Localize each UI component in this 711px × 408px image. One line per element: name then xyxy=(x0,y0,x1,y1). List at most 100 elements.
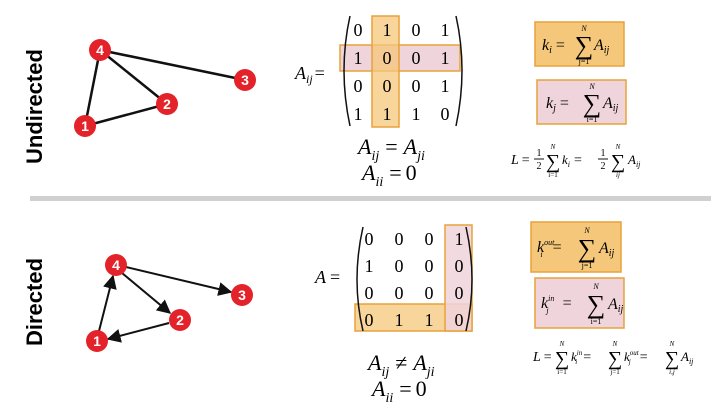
node-1: 1 xyxy=(86,330,108,352)
undirected-label: Undirected xyxy=(22,49,47,164)
svg-text:j=1: j=1 xyxy=(609,368,620,376)
bracket-right xyxy=(465,226,473,332)
svg-text:L=: L= xyxy=(510,153,530,168)
svg-text:N: N xyxy=(588,82,595,91)
svg-text:∑: ∑ xyxy=(587,290,606,319)
directed-cell-4-3: 1 xyxy=(425,310,434,330)
svg-text:∑: ∑ xyxy=(578,234,597,263)
undirected-cell-1-3: 0 xyxy=(412,20,421,40)
undirected-degree-in: kj= ∑ N i=1 Aij xyxy=(536,79,627,125)
undirected-cell-3-1: 0 xyxy=(354,76,363,96)
svg-text:N: N xyxy=(592,282,599,291)
node-4: 4 xyxy=(89,39,111,61)
svg-text:2: 2 xyxy=(601,161,606,172)
undirected-section: Undirected 4 2 1 3 xyxy=(22,15,641,190)
directed-cell-1-3: 0 xyxy=(425,229,434,249)
svg-text:ij: ij xyxy=(616,171,620,179)
svg-text:N: N xyxy=(583,226,590,235)
svg-text:∑: ∑ xyxy=(611,151,625,173)
svg-text:i,j: i,j xyxy=(669,368,675,376)
svg-text:2: 2 xyxy=(537,161,542,172)
undirected-cell-2-1: 1 xyxy=(354,48,363,68)
svg-text:j=1: j=1 xyxy=(578,57,590,66)
undirected-cell-2-2: 0 xyxy=(383,48,392,68)
svg-text:1: 1 xyxy=(93,333,101,349)
undirected-cell-3-3: 0 xyxy=(412,76,421,96)
bracket-left xyxy=(343,15,351,127)
col-highlight xyxy=(371,15,400,128)
svg-text:i=1: i=1 xyxy=(587,115,598,124)
svg-text:L=: L= xyxy=(532,350,552,365)
undirected-cell-1-1: 0 xyxy=(354,20,363,40)
undirected-cell-4-4: 0 xyxy=(441,104,450,124)
undirected-graph: 4 2 1 3 xyxy=(74,39,256,137)
svg-text:kj=: kj= xyxy=(546,95,569,114)
svg-text:N: N xyxy=(559,340,565,348)
node-2: 2 xyxy=(156,93,178,115)
svg-text:N: N xyxy=(580,24,587,33)
node-4: 4 xyxy=(105,254,127,276)
directed-graph: 4 3 2 1 xyxy=(86,254,253,352)
undirected-cell-3-2: 0 xyxy=(383,76,392,96)
svg-text:∑: ∑ xyxy=(608,348,622,370)
node-3: 3 xyxy=(231,284,253,306)
matrix-label: A= xyxy=(314,267,340,287)
arc-4-3 xyxy=(125,266,233,296)
bracket-right xyxy=(455,15,463,127)
directed-section: Directed 4 3 2 1 xyxy=(22,221,694,406)
directed-cell-2-4: 0 xyxy=(455,256,464,276)
undirected-properties: Aij=Aji Aii=0 xyxy=(356,134,425,190)
directed-cell-1-2: 0 xyxy=(395,229,404,249)
symmetry-equation: Aij=Aji xyxy=(356,134,425,164)
svg-text:∑: ∑ xyxy=(555,348,569,370)
directed-cell-3-4: 0 xyxy=(455,283,464,303)
edge-1-2 xyxy=(84,102,168,128)
undirected-cell-3-4: 1 xyxy=(441,76,450,96)
undirected-cell-4-3: 1 xyxy=(412,104,421,124)
undirected-cell-1-4: 1 xyxy=(441,20,450,40)
undirected-cell-4-1: 1 xyxy=(354,104,363,124)
directed-cell-3-3: 0 xyxy=(425,283,434,303)
undirected-cell-2-3: 0 xyxy=(412,48,421,68)
svg-text:Aij: Aij xyxy=(680,349,694,366)
directed-properties: Aij≠Aji Aii=0 xyxy=(366,350,435,406)
svg-text:N: N xyxy=(612,340,618,348)
svg-text:∑: ∑ xyxy=(665,348,679,370)
row-highlight xyxy=(339,44,461,72)
svg-text:∑: ∑ xyxy=(583,89,602,118)
section-divider xyxy=(30,196,711,201)
svg-text:Aij: Aij xyxy=(602,95,619,114)
svg-text:i=1: i=1 xyxy=(591,317,602,326)
edge-4-1 xyxy=(83,49,102,127)
svg-text:N: N xyxy=(669,340,675,348)
svg-text:i=1: i=1 xyxy=(548,171,558,179)
directed-cell-3-1: 0 xyxy=(365,283,374,303)
svg-text:4: 4 xyxy=(112,257,120,273)
directed-cell-2-2: 0 xyxy=(395,256,404,276)
directed-cell-1-1: 0 xyxy=(365,229,374,249)
svg-text:1: 1 xyxy=(537,148,542,159)
svg-text:N: N xyxy=(615,143,621,151)
directed-cell-3-2: 0 xyxy=(395,283,404,303)
directed-cell-2-1: 1 xyxy=(365,256,374,276)
undirected-cell-4-2: 1 xyxy=(383,104,392,124)
svg-text:Aij: Aij xyxy=(598,240,615,259)
asymmetry-equation: Aij≠Aji xyxy=(366,350,435,380)
matrix-label: Aij= xyxy=(294,63,325,86)
arc-4-2 xyxy=(121,272,172,314)
edge-4-3 xyxy=(99,48,246,82)
diagonal-equation: Aii=0 xyxy=(370,376,427,406)
arc-1-4 xyxy=(98,274,117,332)
svg-text:2: 2 xyxy=(163,96,171,112)
svg-text:ki=: ki= xyxy=(542,37,565,56)
directed-cell-1-4: 1 xyxy=(455,229,464,249)
svg-text:3: 3 xyxy=(238,287,246,303)
undirected-links-formula: L= 1 2 ∑ N i=1 ki= 1 2 ∑ N ij Aij xyxy=(510,143,641,179)
